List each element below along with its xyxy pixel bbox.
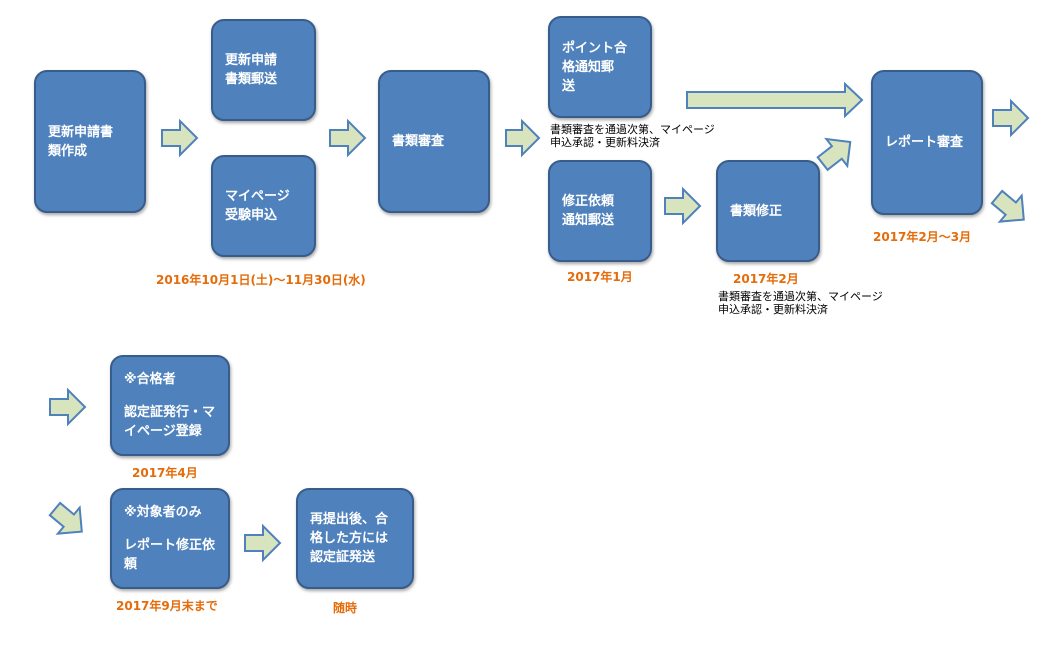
box-target-only-body: レポート修正依 頼 bbox=[124, 538, 216, 572]
box-mypage-apply: マイページ 受験申込 bbox=[211, 155, 316, 257]
arrow-report-out-lower bbox=[990, 189, 1025, 223]
box-fix-request-mail: 修正依頼 通知郵送 bbox=[548, 160, 652, 262]
box-resubmit-certificate: 再提出後、合 格した方には 認定証発送 bbox=[296, 488, 414, 589]
box-document-review: 書類審査 bbox=[378, 70, 490, 213]
arrow-fix-notice-to-fix bbox=[664, 186, 702, 226]
arrow-target-to-resubmit bbox=[244, 523, 282, 563]
box-pass-notice-mail-label: ポイント合 格通知郵 送 bbox=[562, 40, 628, 94]
date-feb-2017: 2017年2月 bbox=[733, 272, 799, 286]
arrow-to-passed bbox=[49, 387, 87, 427]
box-create-application-docs-label: 更新申請書 類作成 bbox=[48, 124, 114, 159]
arrow-submit-to-review bbox=[329, 118, 367, 158]
date-anytime: 随時 bbox=[333, 601, 358, 615]
box-mail-application-docs: 更新申請 書類郵送 bbox=[211, 19, 316, 121]
box-passed-candidates-title: ※合格者 bbox=[124, 372, 176, 387]
arrow-to-target bbox=[48, 501, 83, 535]
box-report-review: レポート審査 bbox=[871, 70, 983, 215]
date-sep-2017: 2017年9月末まで bbox=[116, 599, 218, 613]
box-target-only-title: ※対象者のみ bbox=[124, 505, 202, 520]
arrow-review-to-branch bbox=[505, 118, 541, 158]
date-jan-2017: 2017年1月 bbox=[567, 270, 633, 284]
date-application-period: 2016年10月1日(土)〜11月30日(水) bbox=[156, 273, 366, 287]
box-resubmit-certificate-label: 再提出後、合 格した方には 認定証発送 bbox=[310, 512, 389, 565]
box-passed-candidates-body: 認定証発行・マ イページ登録 bbox=[124, 405, 216, 439]
box-fix-request-mail-label: 修正依頼 通知郵送 bbox=[562, 194, 615, 228]
box-document-fix: 書類修正 bbox=[716, 160, 820, 262]
spacer bbox=[124, 522, 216, 536]
date-apr-2017: 2017年4月 bbox=[132, 466, 198, 480]
box-create-application-docs: 更新申請書 類作成 bbox=[34, 70, 146, 213]
spacer bbox=[124, 389, 216, 403]
box-target-only: ※対象者のみ レポート修正依 頼 bbox=[110, 488, 230, 589]
box-document-fix-label: 書類修正 bbox=[730, 203, 783, 219]
note-fix-approval: 書類審査を通過次第、マイページ 申込承認・更新料決済 bbox=[718, 290, 883, 316]
arrow-fix-to-report bbox=[816, 137, 852, 172]
box-mail-application-docs-label: 更新申請 書類郵送 bbox=[225, 53, 278, 87]
arrow-create-to-submit bbox=[161, 118, 199, 158]
box-passed-candidates: ※合格者 認定証発行・マ イページ登録 bbox=[110, 355, 230, 456]
arrow-report-out-upper bbox=[992, 98, 1030, 138]
arrow-pass-to-report bbox=[686, 81, 864, 119]
date-feb-mar-2017: 2017年2月〜3月 bbox=[873, 230, 972, 244]
box-pass-notice-mail: ポイント合 格通知郵 送 bbox=[548, 16, 652, 118]
box-document-review-label: 書類審査 bbox=[392, 134, 445, 149]
box-mypage-apply-label: マイページ 受験申込 bbox=[225, 189, 290, 223]
box-report-review-label: レポート審査 bbox=[885, 135, 964, 150]
note-pass-approval: 書類審査を通過次第、マイページ 申込承認・更新料決済 bbox=[550, 123, 715, 149]
